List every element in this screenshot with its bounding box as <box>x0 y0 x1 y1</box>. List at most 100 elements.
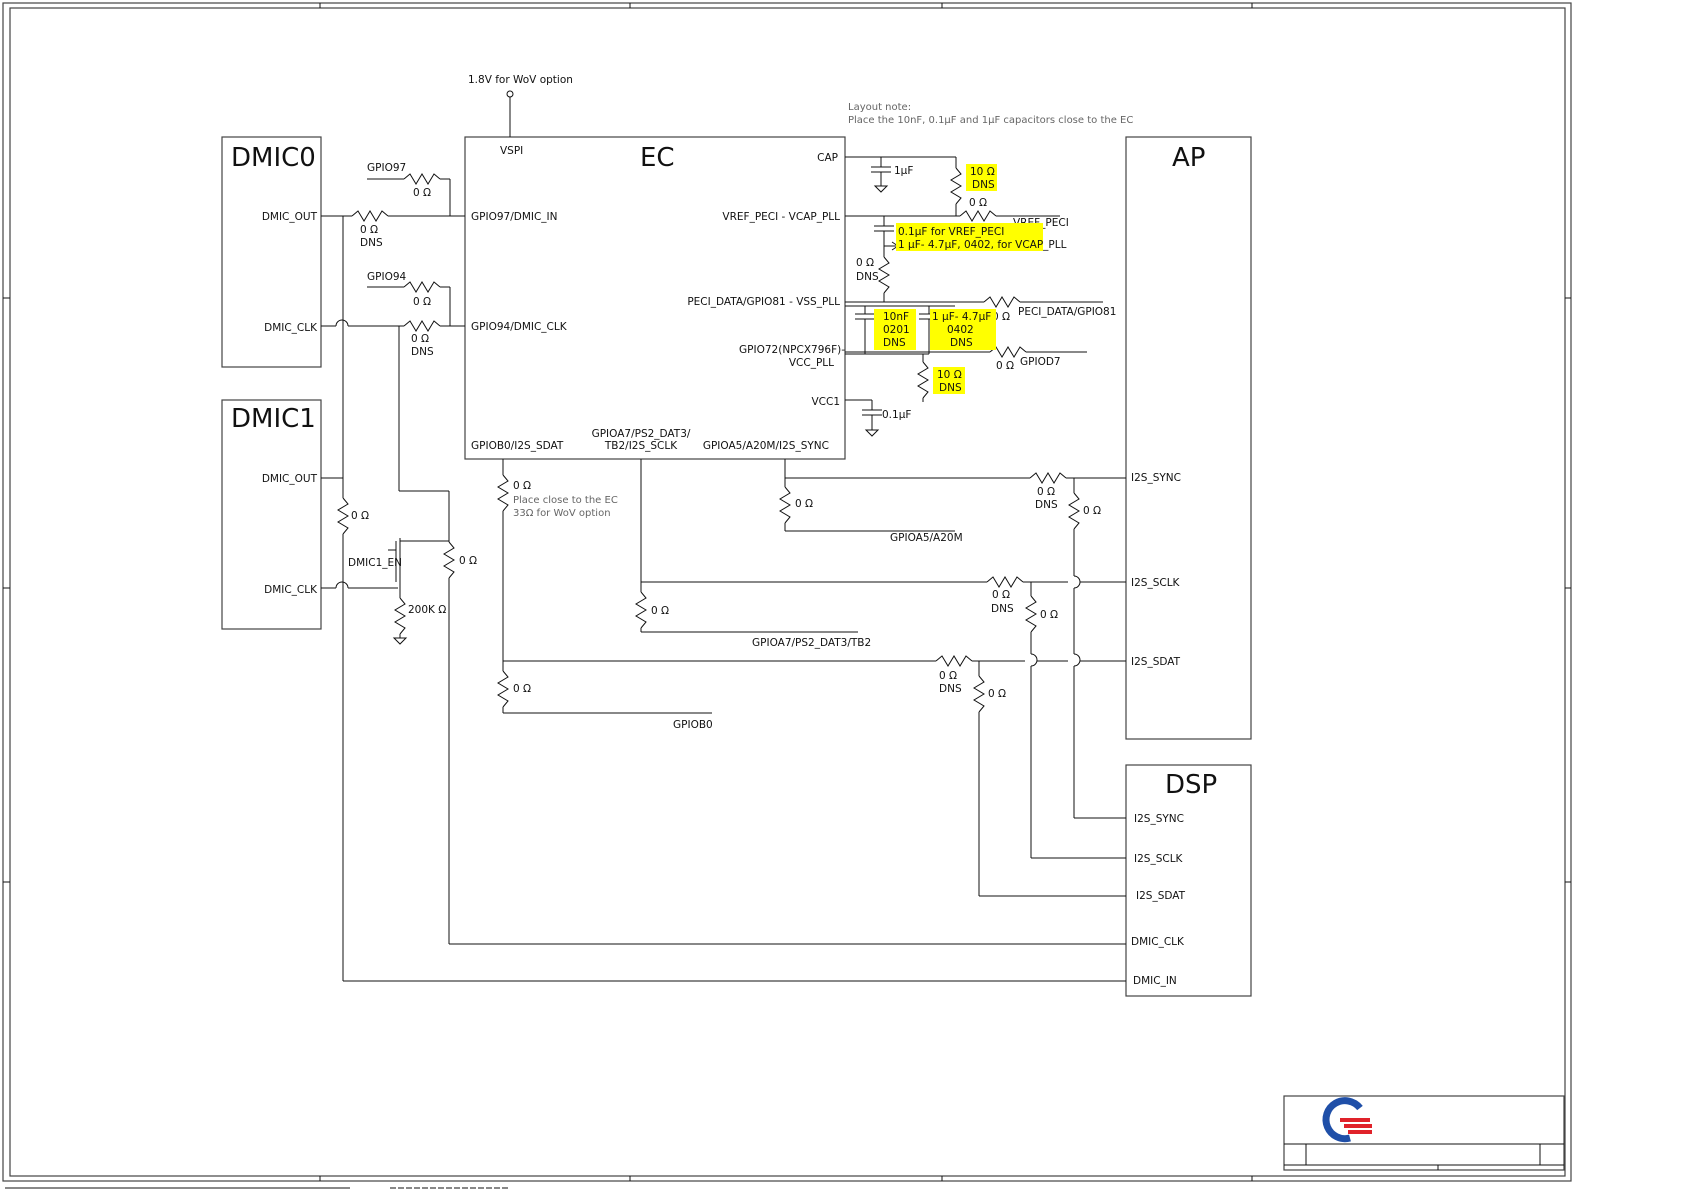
r-sdat-dsp-value: 0 Ω <box>988 688 1006 700</box>
dsp-block <box>1125 764 1252 997</box>
dsp-sync-pin: I2S_SYNC <box>1134 813 1184 825</box>
highlight-cap-note: 0.1µF for VREF_PECI 1 µF- 4.7µF, 0402, f… <box>896 223 1067 251</box>
ec-title: EC <box>640 143 675 173</box>
dmic0-wiring <box>321 173 1126 945</box>
dmic0-block <box>221 136 322 368</box>
r-sclk-dsp-value: 0 Ω <box>1040 609 1058 621</box>
ec-gpioa7-pin-1: GPIOA7/PS2_DAT3/ <box>592 428 691 440</box>
company-logo <box>1322 1097 1372 1143</box>
ec-vspi-pin: VSPI <box>500 145 523 157</box>
title-block <box>1283 1095 1565 1171</box>
net-gpiob0-label: GPIOB0 <box>673 719 713 731</box>
r-vcap-dns: DNS <box>856 271 879 283</box>
net-dmic1-en-label: DMIC1_EN <box>348 557 402 569</box>
r-dmic-clk-dns: DNS <box>411 346 434 358</box>
r-b0-bottom-value: 0 Ω <box>513 683 531 695</box>
highlight-r10-top: 10 Ω DNS <box>966 164 997 191</box>
r-dmic-clk-value: 0 Ω <box>411 333 429 345</box>
ap-title: AP <box>1172 143 1205 173</box>
highlight-c1u47: 1 µF- 4.7µF 0402 DNS <box>930 309 996 350</box>
dsp-in-pin: DMIC_IN <box>1133 975 1177 987</box>
ec-gpio94-pin: GPIO94/DMIC_CLK <box>471 321 568 333</box>
ap-block <box>1125 136 1252 740</box>
ec-gpio72-pin: GPIO72(NPCX796F)- <box>739 344 845 356</box>
dmic1-block <box>221 399 322 630</box>
ec-vccpll-pin: VCC_PLL <box>789 357 834 369</box>
svg-text:1 µF- 4.7µF: 1 µF- 4.7µF <box>932 311 991 323</box>
dmic0-clk-pin: DMIC_CLK <box>264 322 318 334</box>
net-gpioa5-label: GPIOA5/A20M <box>890 532 963 544</box>
svg-text:0402: 0402 <box>947 324 974 336</box>
i2s-sdat-wiring <box>497 459 1126 897</box>
r-dmic1-out-value: 0 Ω <box>351 510 369 522</box>
r-dmic-in-dns: DNS <box>360 237 383 249</box>
r-sync-value: 0 Ω <box>1037 486 1055 498</box>
highlight-c10n: 10nF 0201 DNS <box>874 309 916 350</box>
ec-gpioa7-pin-2: TB2/I2S_SCLK <box>604 440 678 452</box>
ec-block <box>464 136 846 460</box>
ec-peci-pin: PECI_DATA/GPIO81 - VSS_PLL <box>687 296 840 308</box>
r-vref-value: 0 Ω <box>969 197 987 209</box>
note-wov-33: 33Ω for WoV option <box>513 508 611 519</box>
dsp-title: DSP <box>1165 770 1217 800</box>
r-b0-value: 0 Ω <box>513 480 531 492</box>
svg-text:0201: 0201 <box>883 324 910 336</box>
ec-vref-pin: VREF_PECI - VCAP_PLL <box>722 211 840 223</box>
ec-vcc1-pin: VCC1 <box>811 396 840 408</box>
net-peci-data-label: PECI_DATA/GPIO81 <box>1018 306 1116 318</box>
dmic1-out-pin: DMIC_OUT <box>262 473 318 485</box>
ap-sclk-pin: I2S_SCLK <box>1131 577 1181 589</box>
r-gpio97-value: 0 Ω <box>413 187 431 199</box>
net-gpioa7-label: GPIOA7/PS2_DAT3/TB2 <box>752 637 871 649</box>
ap-sdat-pin: I2S_SDAT <box>1131 656 1181 668</box>
dmic1-clk-pin: DMIC_CLK <box>264 584 318 596</box>
svg-text:DNS: DNS <box>939 382 962 394</box>
ec-decoupling <box>845 156 1103 437</box>
r-sync-dns: DNS <box>1035 499 1058 511</box>
svg-text:10 Ω: 10 Ω <box>937 369 962 381</box>
dsp-sclk-pin: I2S_SCLK <box>1134 853 1184 865</box>
r-vcap-value: 0 Ω <box>856 257 874 269</box>
r-gpio94-value: 0 Ω <box>413 296 431 308</box>
r-dmic1-clk-value: 0 Ω <box>459 555 477 567</box>
net-gpio94-label: GPIO94 <box>367 271 407 283</box>
svg-text:DNS: DNS <box>972 179 995 191</box>
svg-text:DNS: DNS <box>950 337 973 349</box>
net-gpio97-label: GPIO97 <box>367 162 406 174</box>
dsp-sdat-pin: I2S_SDAT <box>1136 890 1186 902</box>
sheet-frame <box>2 2 1572 1189</box>
highlight-r10-bot: 10 Ω DNS <box>933 367 965 394</box>
r-sdat-value: 0 Ω <box>939 670 957 682</box>
r-dmic-in-value: 0 Ω <box>360 224 378 236</box>
vspi-power-symbol <box>506 90 514 137</box>
ec-cap-pin: CAP <box>817 152 838 164</box>
dmic1-title: DMIC1 <box>231 404 316 434</box>
ec-gpioa5-pin: GPIOA5/A20M/I2S_SYNC <box>703 440 829 452</box>
dmic0-out-pin: DMIC_OUT <box>262 211 318 223</box>
r-sync-dsp-value: 0 Ω <box>1083 505 1101 517</box>
svg-text:10nF: 10nF <box>883 311 909 323</box>
r-200k-value: 200K Ω <box>408 604 446 616</box>
ec-gpiob0-pin: GPIOB0/I2S_SDAT <box>471 440 564 452</box>
r-sclk-dns: DNS <box>991 603 1014 615</box>
r-a7-value: 0 Ω <box>651 605 669 617</box>
r-a5-value: 0 Ω <box>795 498 813 510</box>
svg-text:10 Ω: 10 Ω <box>970 166 995 178</box>
svg-text:0.1µF for VREF_PECI: 0.1µF for VREF_PECI <box>898 226 1004 238</box>
layout-note-title: Layout note: <box>848 102 911 113</box>
r-gpiod7-value: 0 Ω <box>996 360 1014 372</box>
r-sclk-value: 0 Ω <box>992 589 1010 601</box>
c-1uf-value: 1µF <box>894 165 913 177</box>
wov-power-label: 1.8V for WoV option <box>468 74 573 86</box>
svg-text:DNS: DNS <box>883 337 906 349</box>
i2s-sync-wiring <box>779 459 1126 819</box>
ap-sync-pin: I2S_SYNC <box>1131 472 1181 484</box>
note-place-close: Place close to the EC <box>513 495 618 506</box>
svg-text:1 µF- 4.7µF, 0402, for VCAP_PL: 1 µF- 4.7µF, 0402, for VCAP_PLL <box>898 239 1067 251</box>
dmic1-wiring <box>321 477 1126 982</box>
net-gpiod7-label: GPIOD7 <box>1020 356 1061 368</box>
r-sdat-dns: DNS <box>939 683 962 695</box>
ec-gpio97-pin: GPIO97/DMIC_IN <box>471 211 558 223</box>
dsp-clk-pin: DMIC_CLK <box>1131 936 1185 948</box>
